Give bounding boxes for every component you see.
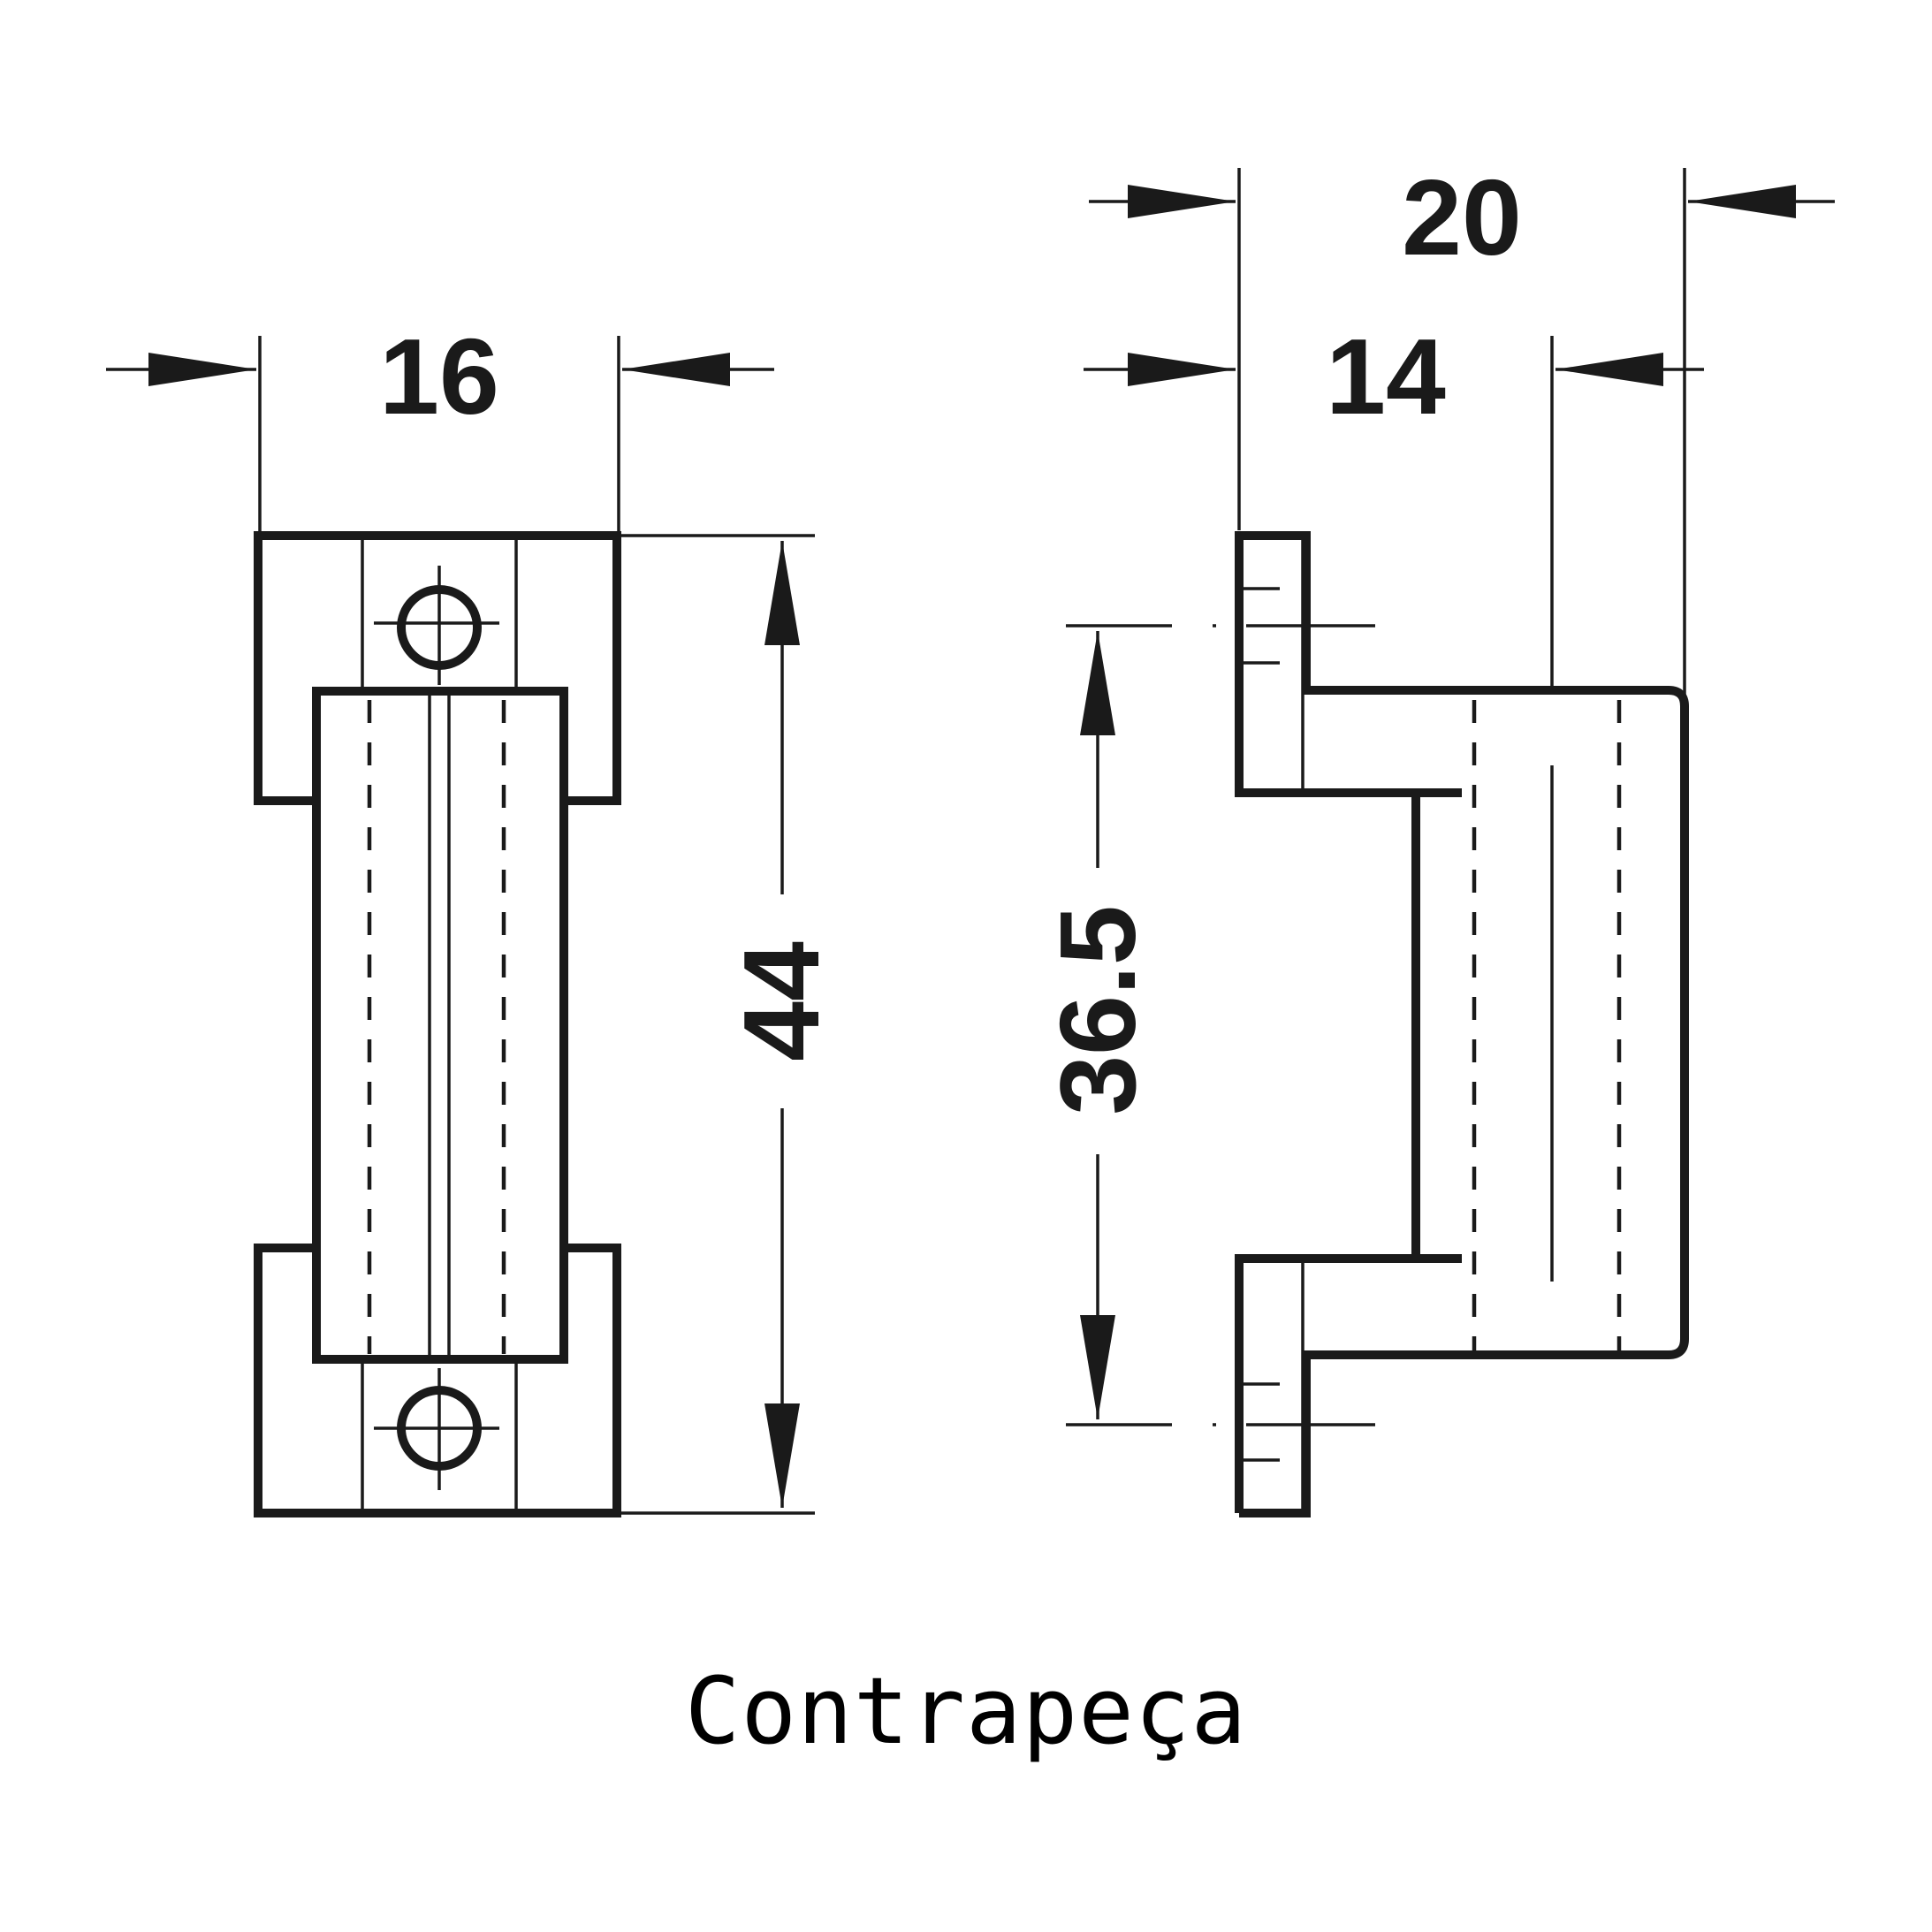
dimension-label-14: 14 — [1326, 316, 1446, 437]
dimension-label-36-5: 36.5 — [1038, 905, 1158, 1114]
front-view-top-plate — [254, 531, 621, 805]
bottom-screw-hole — [374, 1368, 499, 1490]
front-view — [254, 531, 621, 1517]
dimension-label-20: 20 — [1402, 157, 1522, 278]
front-view-center-body — [312, 687, 568, 1364]
dimension-36-5: 36.5 — [1038, 624, 1375, 1426]
dimension-label-44: 44 — [721, 941, 841, 1061]
dimension-20: 20 — [1089, 157, 1835, 707]
dimension-44: 44 — [620, 534, 841, 1515]
dimension-label-16: 16 — [379, 316, 499, 437]
front-view-bottom-plate — [254, 1244, 621, 1517]
dimension-14: 14 — [1084, 316, 1704, 689]
dimension-16: 16 — [106, 316, 774, 535]
top-screw-hole — [374, 566, 499, 685]
caption: Contrapeça — [684, 1657, 1248, 1765]
side-view — [1235, 531, 1689, 1517]
side-view-profile — [1235, 531, 1689, 1517]
